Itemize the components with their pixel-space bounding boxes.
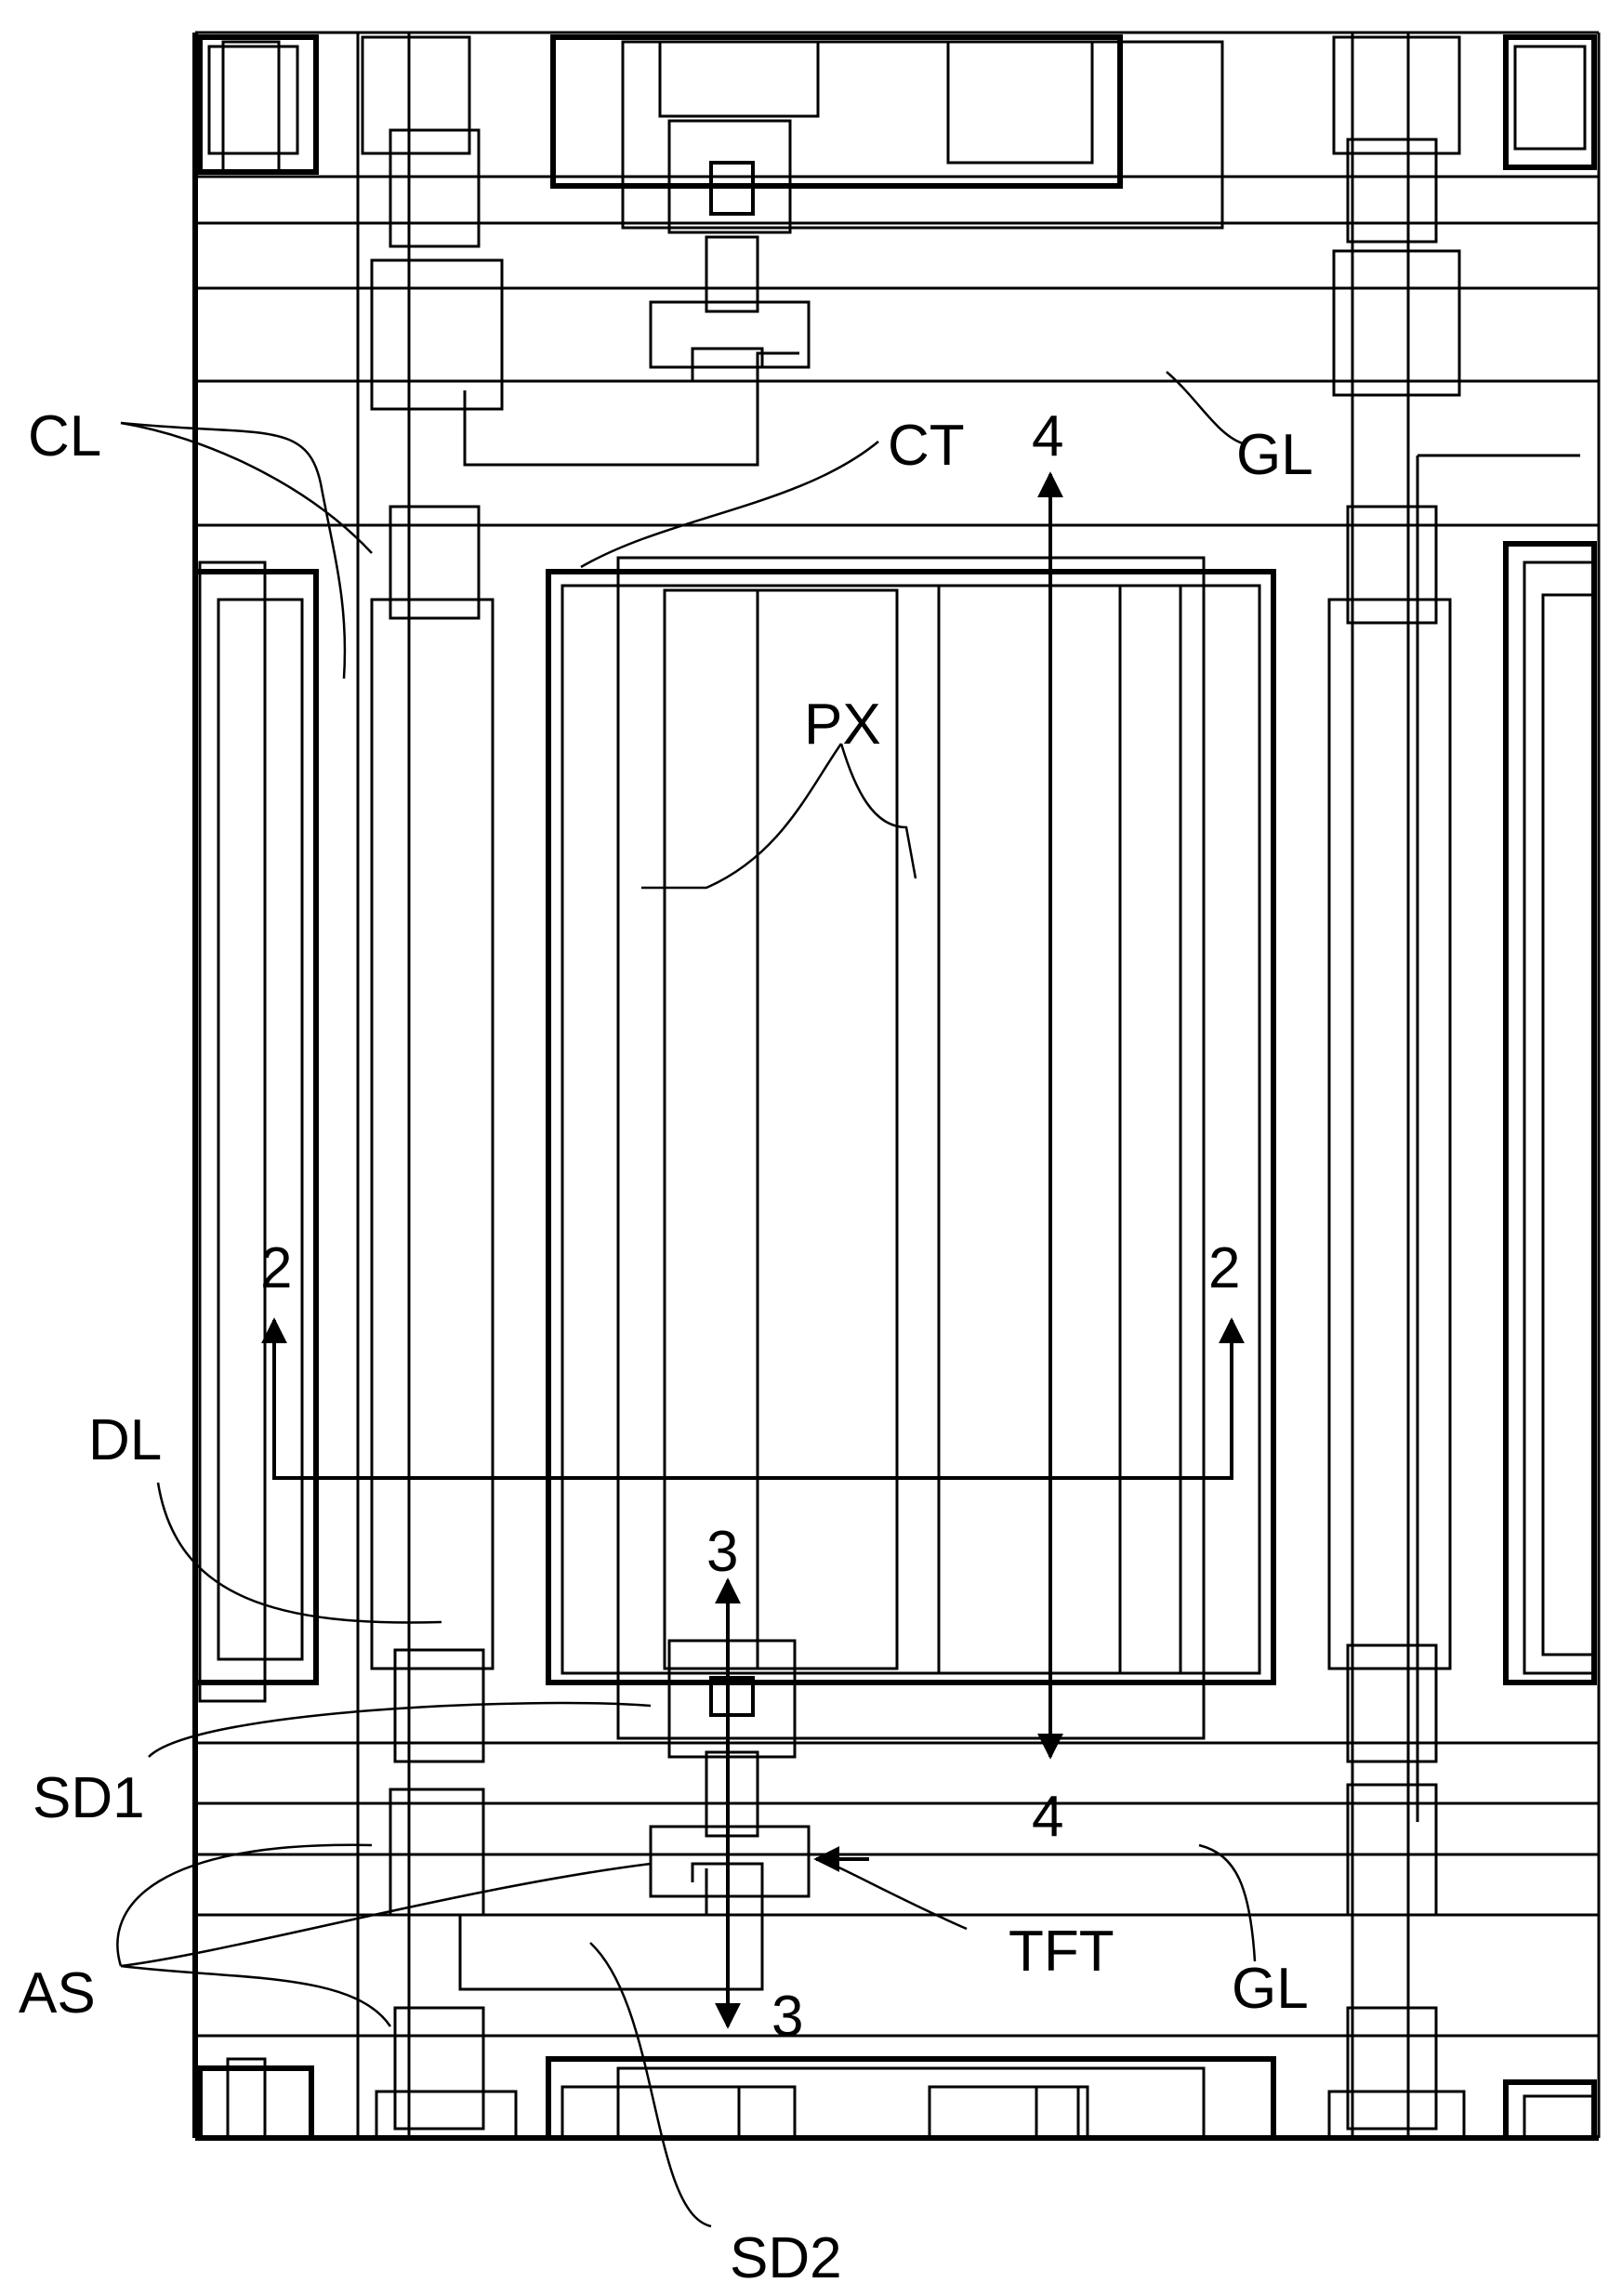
data-lines xyxy=(358,33,1408,2138)
label-section-3-bottom: 3 xyxy=(771,1985,803,2049)
side-electrodes xyxy=(195,544,1594,1701)
label-GL-top: GL xyxy=(1236,423,1313,487)
label-section-4-top: 4 xyxy=(1032,404,1063,468)
label-section-4-bottom: 4 xyxy=(1032,1785,1063,1849)
label-CL: CL xyxy=(28,404,101,468)
label-AS: AS xyxy=(19,1961,96,2025)
label-DL: DL xyxy=(88,1408,162,1472)
section-2-line xyxy=(274,1320,1232,1478)
label-GL-bottom: GL xyxy=(1232,1957,1309,2021)
top-tft xyxy=(651,237,809,381)
label-TFT: TFT xyxy=(1009,1920,1114,1984)
right-contact-column xyxy=(1329,139,1464,2138)
label-SD2: SD2 xyxy=(730,2226,842,2290)
label-CT: CT xyxy=(888,414,965,478)
label-section-3-top: 3 xyxy=(706,1520,738,1584)
label-PX: PX xyxy=(804,693,881,757)
pixel-area xyxy=(548,558,1273,1738)
label-section-2-right: 2 xyxy=(1208,1236,1240,1300)
label-SD1: SD1 xyxy=(33,1766,145,1830)
left-contact-column xyxy=(372,130,516,2138)
label-section-2-left: 2 xyxy=(260,1236,292,1300)
